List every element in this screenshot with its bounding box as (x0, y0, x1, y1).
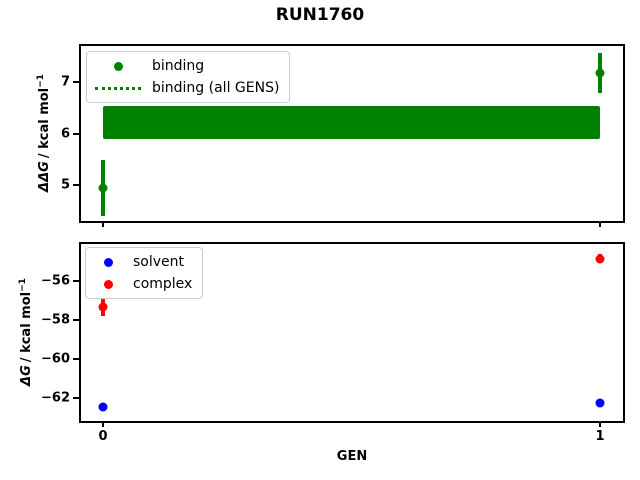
bottom-axes: solvent complex −56 −58 −60 −62 0 1 (41, 242, 625, 444)
legend-item-binding-all-gens: binding (all GENS) (92, 77, 279, 99)
complex-point (98, 302, 108, 312)
binding-dot-icon (92, 61, 144, 71)
x-tick-mark (598, 221, 601, 227)
x-tick-label: 1 (595, 429, 605, 444)
y-tick-mark (73, 132, 79, 135)
y-tick-mark (73, 279, 79, 282)
legend-label-binding-all-gens: binding (all GENS) (152, 80, 280, 96)
legend-item-binding: binding (92, 55, 279, 77)
y-tick-label: −58 (41, 312, 70, 328)
y-tick-mark (73, 183, 79, 186)
binding-point (98, 183, 108, 193)
confidence-band (103, 106, 600, 140)
delta-delta-g-symbol: ΔΔG (37, 161, 53, 192)
y-tick-mark (73, 357, 79, 360)
x-tick-mark (102, 221, 105, 227)
x-tick-label: 0 (98, 429, 108, 444)
dotted-line-icon (92, 86, 144, 90)
bottom-y-axis-label: ΔG / kcal mol−1 (18, 278, 34, 386)
complex-point (595, 254, 605, 264)
y-tick-mark (73, 81, 79, 84)
y-tick-label: −60 (41, 351, 70, 367)
y-tick-label: 5 (60, 177, 70, 193)
legend-label-solvent: solvent (133, 254, 185, 270)
top-axes: binding binding (all GENS) 7 6 5 (61, 44, 625, 227)
bottom-legend: solvent complex (85, 247, 204, 299)
y-tick-label: 6 (60, 126, 70, 141)
y-tick-mark (73, 318, 79, 321)
top-y-axis-label: ΔΔG / kcal mol−1 (36, 74, 52, 192)
binding-point (595, 68, 605, 78)
legend-item-complex: complex (91, 273, 192, 295)
top-y-axis-exponent: −1 (35, 74, 46, 88)
y-tick-label: −56 (41, 273, 70, 289)
legend-item-solvent: solvent (91, 251, 192, 273)
y-tick-label: 7 (60, 74, 70, 90)
bottom-y-axis-unit: / kcal mol (19, 291, 35, 363)
legend-label-complex: complex (133, 276, 193, 292)
figure-title: RUN1760 (275, 5, 365, 25)
top-y-axis-unit: / kcal mol (37, 87, 53, 159)
y-tick-mark (73, 396, 79, 399)
complex-dot-icon (91, 279, 125, 289)
solvent-dot-icon (91, 257, 125, 267)
solvent-point (595, 398, 605, 408)
x-axis-label: GEN (336, 449, 368, 464)
x-tick-mark (102, 421, 105, 427)
top-legend: binding binding (all GENS) (86, 51, 291, 103)
solvent-point (98, 402, 108, 412)
legend-label-binding: binding (152, 58, 205, 74)
delta-g-symbol: ΔG (19, 365, 35, 386)
x-tick-mark (598, 421, 601, 427)
y-tick-label: −62 (41, 390, 70, 406)
bottom-y-axis-exponent: −1 (17, 278, 28, 292)
